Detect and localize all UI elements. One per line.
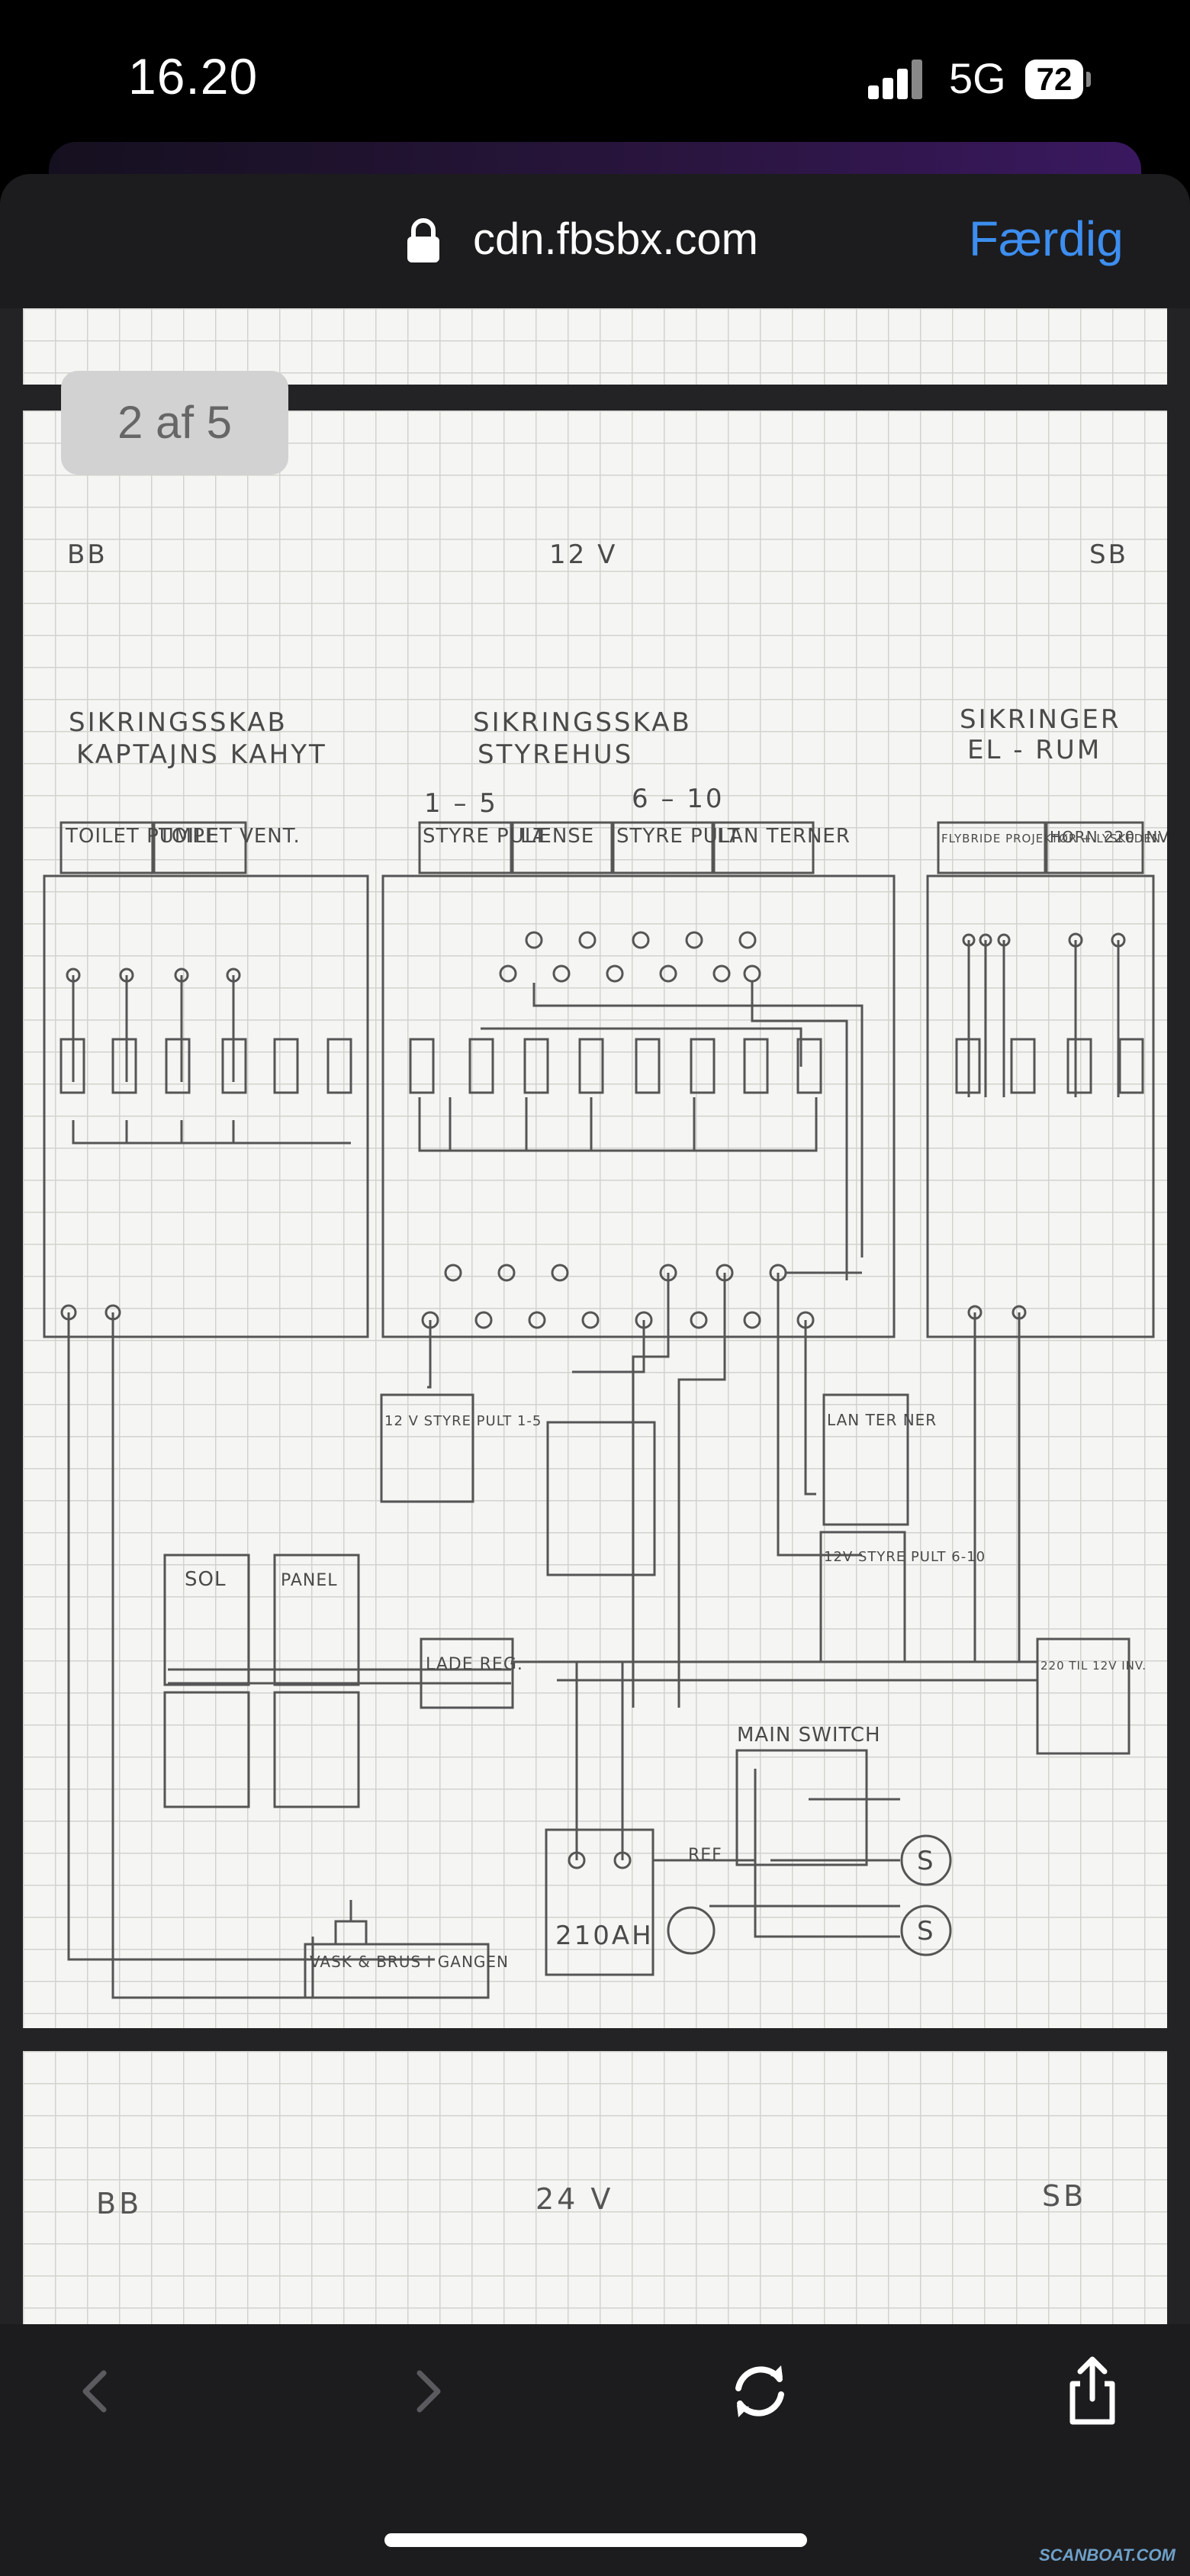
switch-s-1: S <box>917 1846 936 1876</box>
label-toilet-vent: TOILET VENT. <box>158 825 301 848</box>
ref-label: REF <box>688 1846 722 1865</box>
p3-voltage-title: 24 V <box>536 2182 614 2216</box>
url-text[interactable]: cdn.fbsbx.com <box>473 214 758 264</box>
box-styrepult-1-5: 12 V STYRE PULT 1-5 <box>384 1413 542 1429</box>
lock-icon <box>407 218 439 262</box>
label-styre-pult-2: STYRE PULT <box>616 825 741 848</box>
left-panel-title-1: SIKRINGSSKAB <box>69 707 288 738</box>
box-styrepult-6-10: 12V STYRE PULT 6-10 <box>824 1549 986 1565</box>
home-indicator <box>384 2533 807 2547</box>
main-switch-label: MAIN SWITCH <box>737 1724 881 1747</box>
image-viewer[interactable]: BB 12 V SB SIKRINGSSKAB KAPTAJNS KAHYT S… <box>0 308 1190 2324</box>
label-horn: HORN 220 INV. <box>1050 828 1167 846</box>
share-icon[interactable] <box>1054 2353 1130 2429</box>
battery-icon: 72 <box>1025 60 1083 99</box>
range-6-10: 6 – 10 <box>632 784 725 814</box>
signal-icon <box>868 60 923 99</box>
network-type: 5G <box>949 54 1006 102</box>
fuse-panel-center <box>381 874 896 1338</box>
p3-corner-left: BB <box>96 2187 143 2220</box>
watermark: SCANBOAT.COM <box>1039 2545 1176 2565</box>
box-sol: SOL <box>185 1568 226 1591</box>
box-lade-reg: LADE REG. <box>426 1655 523 1674</box>
center-panel-title-1: SIKRINGSSKAB <box>473 707 692 738</box>
done-button[interactable]: Færdig <box>969 211 1124 266</box>
left-panel-title-2: KAPTAJNS KAHYT <box>76 739 327 770</box>
switch-s-2: S <box>917 1916 936 1946</box>
corner-left-label: BB <box>67 539 108 570</box>
page-3-image: BB 24 V SB <box>23 2051 1167 2324</box>
fuse-panel-right <box>926 874 1155 1338</box>
chevron-left-icon[interactable] <box>56 2353 133 2429</box>
wiring-diagram-12v: BB 12 V SB SIKRINGSSKAB KAPTAJNS KAHYT S… <box>43 539 1167 1999</box>
range-1-5: 1 – 5 <box>424 788 498 819</box>
center-panel-title-2: STYREHUS <box>478 739 633 770</box>
right-panel-title-1: SIKRINGER <box>960 704 1121 735</box>
voltage-title: 12 V <box>549 539 617 570</box>
label-laense: LÆNSE <box>520 825 594 848</box>
p3-corner-right: SB <box>1042 2179 1087 2213</box>
label-lanterner: LAN TERNER <box>717 825 851 848</box>
right-panel-title-2: EL - RUM <box>967 735 1102 765</box>
label-toilet-pumpe: TOILET PUMPE <box>65 825 218 848</box>
fuse-panel-left <box>43 874 369 1338</box>
page-2-image: BB 12 V SB SIKRINGSSKAB KAPTAJNS KAHYT S… <box>23 411 1167 2028</box>
box-inverter: 220 TIL 12V INV. <box>1040 1659 1147 1673</box>
status-bar: 16.20 5G 72 <box>0 0 1190 160</box>
vask-label: VASK & BRUS I GANGEN <box>310 1953 509 1971</box>
corner-right-label: SB <box>1089 539 1128 570</box>
chevron-right-icon[interactable] <box>391 2353 467 2429</box>
box-lanterner: LAN TER NER <box>827 1411 937 1429</box>
battery-label: 210AH <box>555 1921 654 1951</box>
reload-icon[interactable] <box>722 2353 798 2429</box>
status-time: 16.20 <box>128 48 259 105</box>
battery-tip <box>1086 72 1091 87</box>
label-styre-pult-1: STYRE PULT <box>423 825 547 848</box>
label-flybride: FLYBRIDE PROJEKTØR + LYSKEDEN <box>941 832 1161 845</box>
box-panel: PANEL <box>281 1571 338 1590</box>
page-counter: 2 af 5 <box>61 371 288 475</box>
